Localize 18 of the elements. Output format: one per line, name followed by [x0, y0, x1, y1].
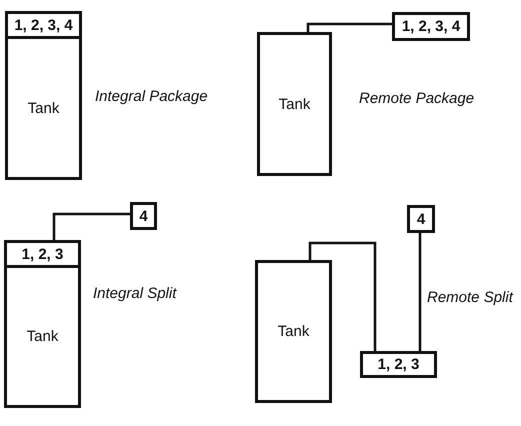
component-box: 4 [130, 202, 157, 230]
tank-label: Tank [26, 328, 58, 345]
tank-box [4, 240, 81, 408]
connector-line [306, 22, 392, 32]
connector-line [52, 212, 130, 240]
configuration-label: Remote Split [427, 289, 513, 306]
connector-line [308, 242, 376, 351]
connector-line [418, 233, 422, 351]
tank-label: Tank [28, 100, 60, 116]
configuration-label: Integral Split [93, 285, 176, 302]
configuration-label: Remote Package [359, 90, 474, 107]
tank-box [5, 11, 82, 180]
tank-box: Tank [257, 32, 332, 176]
component-box: 1, 2, 3, 4 [392, 12, 470, 41]
tank-box: Tank [255, 260, 332, 403]
component-box: 1, 2, 3 [360, 351, 437, 378]
component-box: 4 [407, 205, 435, 233]
configuration-label: Integral Package [95, 88, 208, 105]
